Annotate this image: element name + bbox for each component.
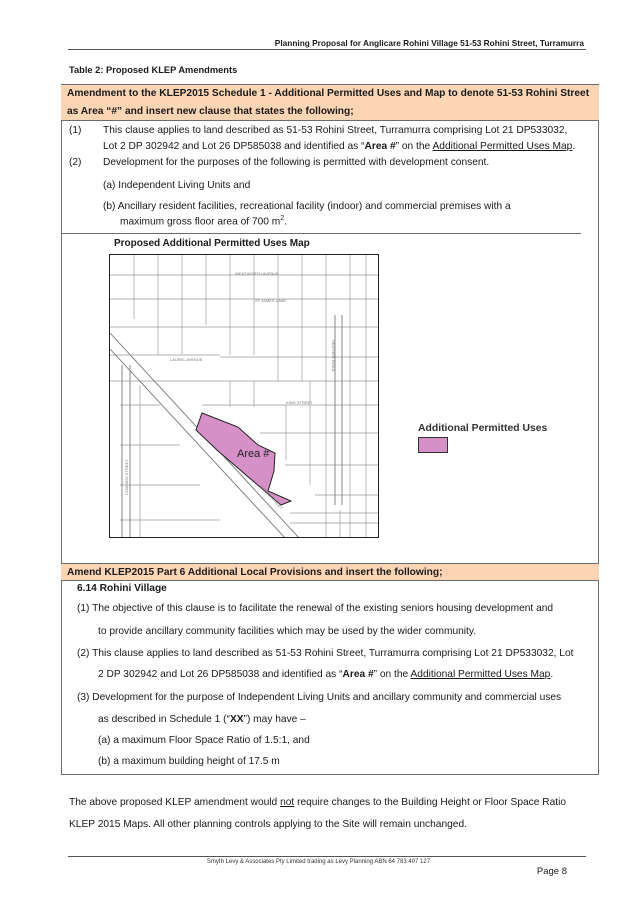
area-label: Area # xyxy=(237,448,270,460)
closing-line1: The above proposed KLEP amendment would … xyxy=(69,797,566,808)
street-label-stjames: ST JAMES LANE xyxy=(255,298,286,303)
closing-line1-end: require changes to the Building Height o… xyxy=(294,797,567,808)
section1-heading-line1: Amendment to the KLEP2015 Schedule 1 - A… xyxy=(67,88,590,99)
provision3-line2: as described in Schedule 1 (“XX”) may ha… xyxy=(98,714,306,725)
clause2-number: (2) xyxy=(69,157,82,168)
item-a: (a) Independent Living Units and xyxy=(103,180,251,191)
clause2-text: Development for the purposes of the foll… xyxy=(103,157,490,168)
closing-not: not xyxy=(280,797,295,808)
clause1-area: Area # xyxy=(364,141,396,152)
header-rule xyxy=(68,49,586,50)
clause1-line1: This clause applies to land described as… xyxy=(103,125,568,136)
provision1-line1: (1) The objective of this clause is to f… xyxy=(77,603,554,614)
provision2-map-link: Additional Permitted Uses Map xyxy=(410,669,551,680)
street-label-wentworth: WENTWORTH AVENUE xyxy=(235,271,279,276)
road-lines xyxy=(110,315,343,537)
item-b-line2: maximum gross floor area of 700 m2. xyxy=(120,215,287,227)
street-label-laurel: LAUREL AVENUE xyxy=(170,357,203,362)
item-b-line1: (b) Ancillary resident facilities, recre… xyxy=(103,201,511,212)
page-number: Page 8 xyxy=(536,866,567,877)
provision3-line2-end: ”) may have – xyxy=(243,714,306,725)
section2-subheading: 6.14 Rohini Village xyxy=(77,583,167,594)
item-b-line2-end: . xyxy=(284,216,287,228)
section1-heading-line2: as Area “#” and insert new clause that s… xyxy=(67,106,354,117)
clause1-map-link: Additional Permitted Uses Map xyxy=(432,141,573,152)
provision2-line2-pre: 2 DP 302942 and Lot 26 DP585038 and iden… xyxy=(98,669,343,680)
clause1-line2-mid: ” on the xyxy=(395,141,433,152)
street-label-king: KING STREET xyxy=(286,400,313,405)
provision2-line2: 2 DP 302942 and Lot 26 DP585038 and iden… xyxy=(98,669,553,680)
clause1-number: (1) xyxy=(69,125,82,136)
running-header: Planning Proposal for Anglicare Rohini V… xyxy=(274,38,584,48)
closing-line2: KLEP 2015 Maps. All other planning contr… xyxy=(69,819,467,830)
closing-line1-pre: The above proposed KLEP amendment would xyxy=(69,797,281,808)
map-title: Proposed Additional Permitted Uses Map xyxy=(114,238,310,249)
area-hash-parcel xyxy=(195,412,293,506)
legend-label: Additional Permitted Uses xyxy=(418,423,548,434)
street-label-common: COMMON STREET xyxy=(124,459,129,495)
provision2-line2-mid: ” on the xyxy=(373,669,411,680)
permitted-uses-map: Area # WENTWORTH AVENUE ST JAMES LANE LA… xyxy=(109,254,379,538)
section-divider xyxy=(61,233,581,234)
provision2-area: Area # xyxy=(342,669,374,680)
clause1-line2-end: . xyxy=(572,141,576,152)
cadastral-lines xyxy=(110,255,378,537)
section2-heading-text: Amend KLEP2015 Part 6 Additional Local P… xyxy=(67,567,443,578)
street-label-heather: HEATHER ROAD xyxy=(331,340,336,372)
item-b-superscript: 2 xyxy=(280,215,285,222)
section2-heading: Amend KLEP2015 Part 6 Additional Local P… xyxy=(61,563,599,581)
provision2-line1: (2) This clause applies to land describe… xyxy=(77,648,574,659)
map-drawing: Area # WENTWORTH AVENUE ST JAMES LANE LA… xyxy=(110,255,378,537)
provision3-item-b: (b) a maximum building height of 17.5 m xyxy=(98,756,280,767)
provision1-line2: to provide ancillary community facilitie… xyxy=(98,626,477,637)
legend-swatch xyxy=(418,437,448,453)
item-b-line2-text: maximum gross floor area of 700 m xyxy=(120,216,281,228)
clause1-line2-pre: Lot 2 DP 302942 and Lot 26 DP585038 and … xyxy=(103,141,365,152)
table-caption: Table 2: Proposed KLEP Amendments xyxy=(69,65,238,75)
section1-heading: Amendment to the KLEP2015 Schedule 1 - A… xyxy=(61,84,599,121)
provision3-line1: (3) Development for the purpose of Indep… xyxy=(77,692,562,703)
provision2-line2-end: . xyxy=(550,669,554,680)
footer-rule xyxy=(68,856,586,857)
provision3-line2-pre: as described in Schedule 1 (“ xyxy=(98,714,230,725)
clause1-line2: Lot 2 DP 302942 and Lot 26 DP585038 and … xyxy=(103,141,575,152)
provision3-item-a: (a) a maximum Floor Space Ratio of 1.5:1… xyxy=(98,735,310,746)
provision3-schedule-ref: XX xyxy=(229,714,244,725)
footer-company: Smyth Levy & Associates Pty Limited trad… xyxy=(206,859,431,865)
